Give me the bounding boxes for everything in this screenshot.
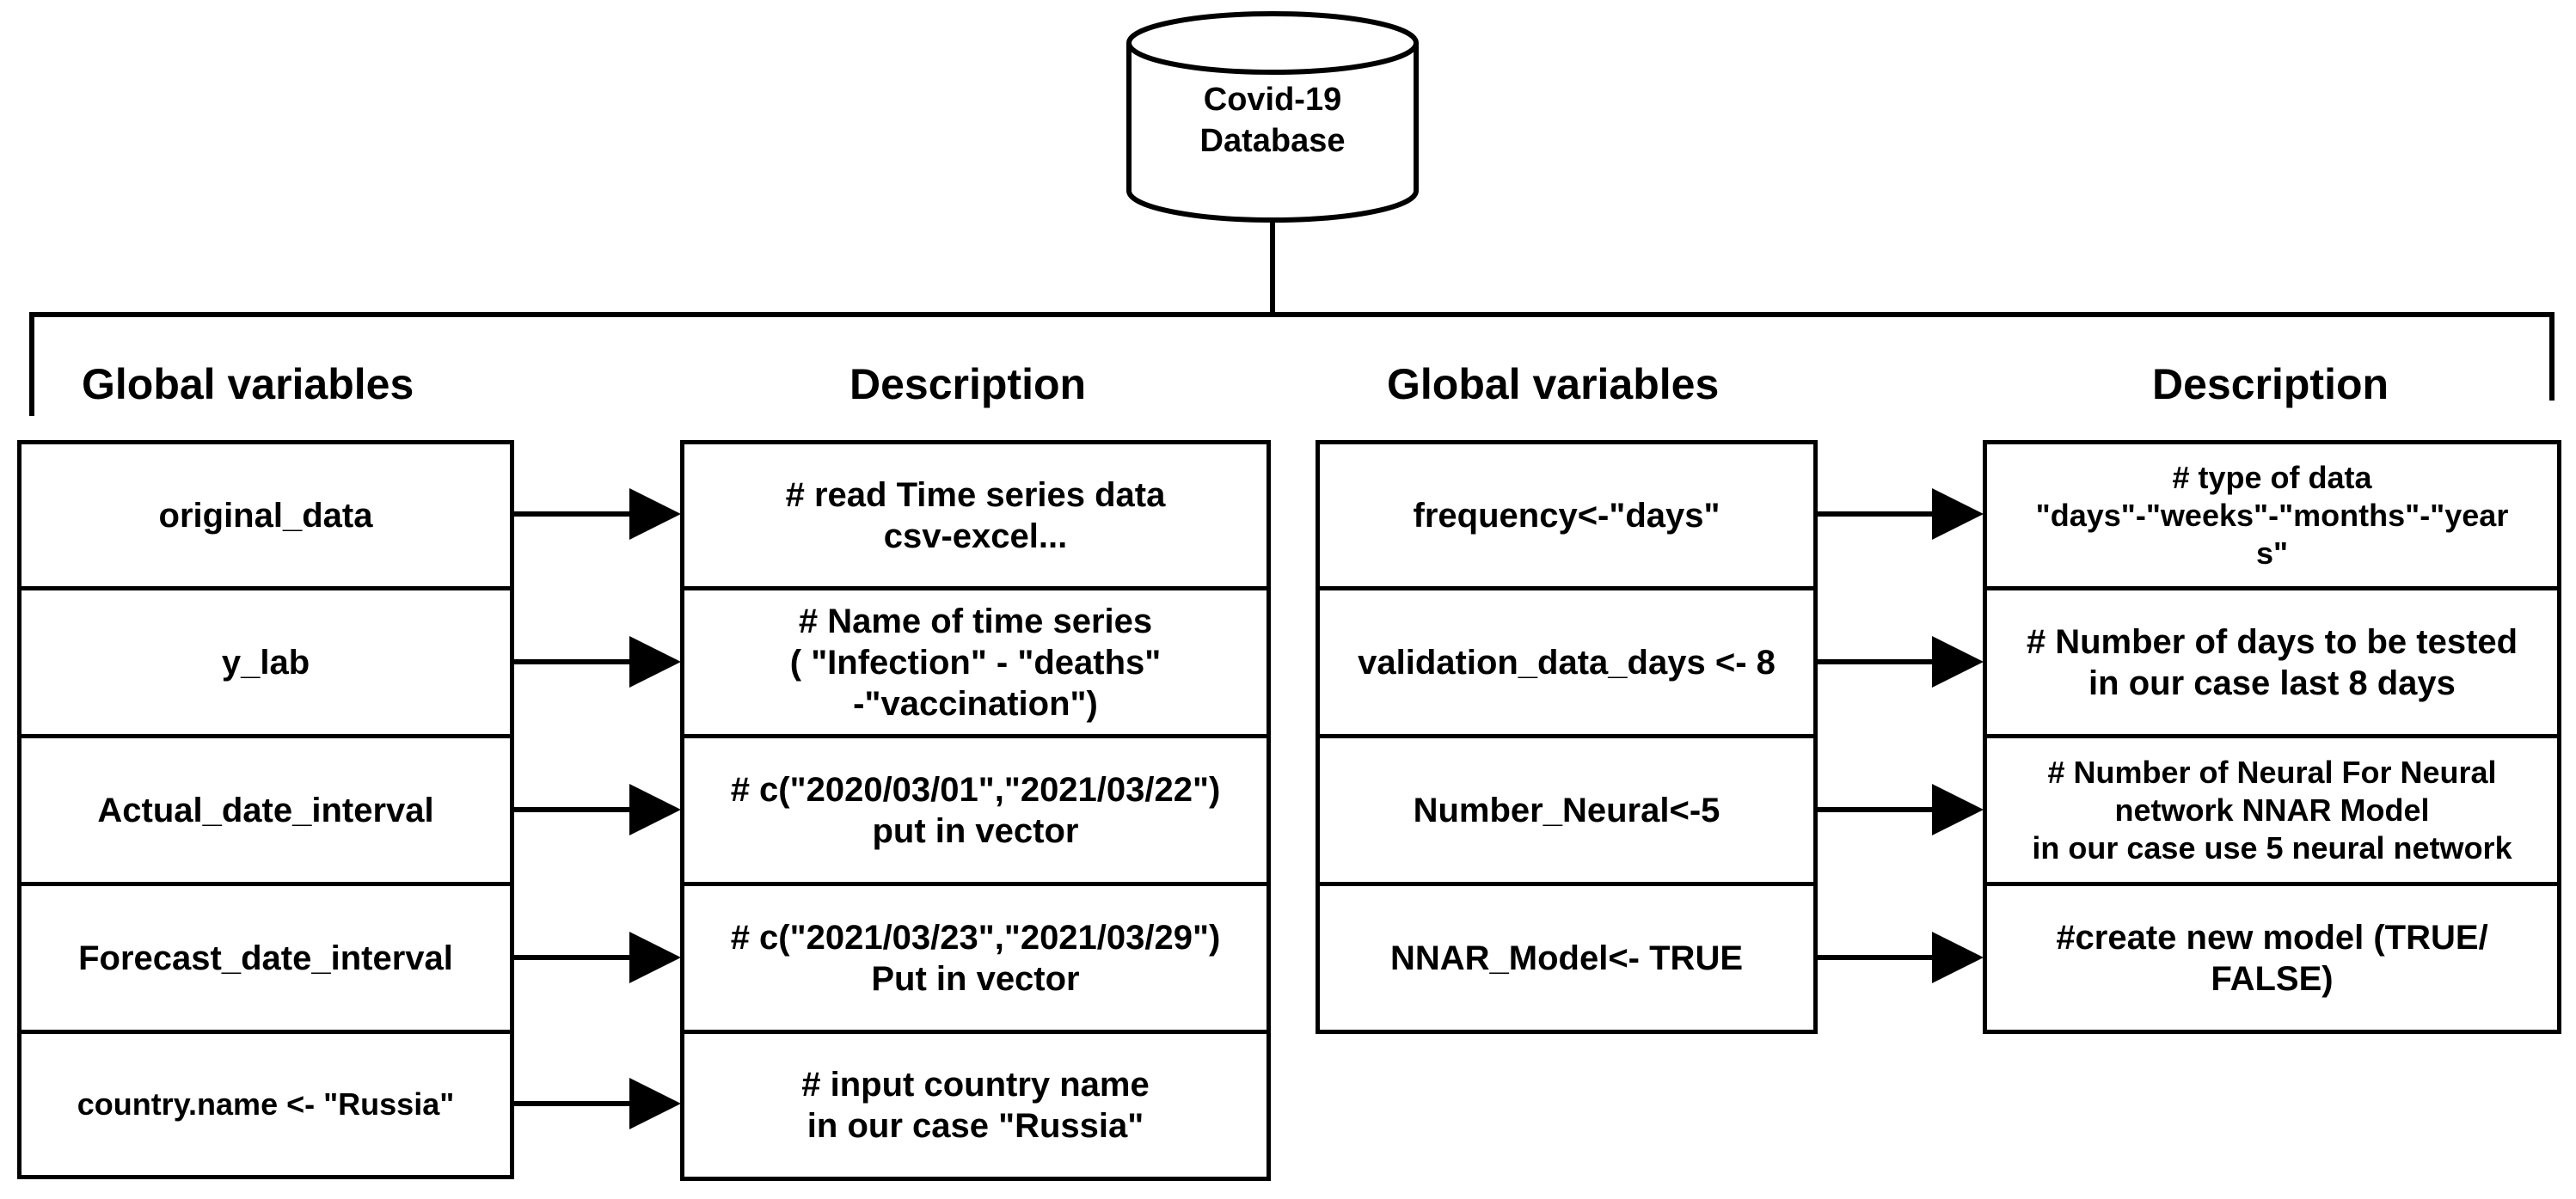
- right-description-box: # Number of days to be tested in our cas…: [1983, 586, 2561, 738]
- left-variable-box: Actual_date_interval: [17, 734, 514, 886]
- variable-label: Forecast_date_interval: [78, 939, 453, 977]
- right-variable-box: validation_data_days <- 8: [1316, 586, 1818, 738]
- description-text: # c("2020/03/01","2021/03/22") put in ve…: [730, 770, 1221, 850]
- header-left-description: Description: [849, 360, 1087, 408]
- description-text: # read Time series data csv-excel...: [785, 475, 1166, 555]
- variable-label: Number_Neural<-5: [1413, 791, 1720, 829]
- description-text: # input country name in our case "Russia…: [801, 1066, 1150, 1145]
- database-cylinder-icon: [1126, 11, 1419, 223]
- left-description-box: # read Time series data csv-excel...: [680, 440, 1271, 590]
- arrows-group: [514, 488, 1984, 1129]
- right-variable-box: Number_Neural<-5: [1316, 734, 1818, 886]
- database-label: Covid-19 Database: [1199, 82, 1346, 159]
- left-variable-box: original_data: [17, 440, 514, 590]
- right-variable-box: frequency<-"days": [1316, 440, 1818, 590]
- variable-label: country.name <- "Russia": [77, 1086, 455, 1122]
- variable-label: frequency<-"days": [1413, 496, 1720, 535]
- description-text: # type of data "days"-"weeks"-"months"-"…: [2035, 459, 2509, 571]
- left-variable-box: Forecast_date_interval: [17, 882, 514, 1034]
- description-text: # Name of time series ( "Infection" - "d…: [789, 602, 1162, 723]
- variable-label: NNAR_Model<- TRUE: [1389, 939, 1744, 977]
- right-description-box: # type of data "days"-"weeks"-"months"-"…: [1983, 440, 2561, 590]
- header-right-variables: Global variables: [1387, 360, 1720, 408]
- header-left-variables: Global variables: [82, 360, 414, 408]
- description-text: #create new model (TRUE/ FALSE): [2056, 918, 2488, 998]
- description-text: # c("2021/03/23","2021/03/29") Put in ve…: [730, 918, 1221, 998]
- description-text: # Number of days to be tested in our cas…: [2026, 622, 2518, 702]
- variable-label: y_lab: [221, 643, 310, 682]
- left-description-box: # c("2021/03/23","2021/03/29") Put in ve…: [680, 882, 1271, 1034]
- left-description-box: # input country name in our case "Russia…: [680, 1030, 1271, 1181]
- left-variable-box: country.name <- "Russia": [17, 1030, 514, 1179]
- variable-label: validation_data_days <- 8: [1358, 643, 1776, 682]
- left-description-box: # Name of time series ( "Infection" - "d…: [680, 586, 1271, 738]
- header-right-description: Description: [2152, 360, 2389, 408]
- left-description-box: # c("2020/03/01","2021/03/22") put in ve…: [680, 734, 1271, 886]
- variable-label: original_data: [158, 496, 373, 535]
- right-variable-box: NNAR_Model<- TRUE: [1316, 882, 1818, 1034]
- variable-label: Actual_date_interval: [97, 791, 434, 829]
- top-bracket: [29, 312, 2555, 416]
- description-text: # Number of Neural For Neural network NN…: [2032, 754, 2512, 866]
- right-description-box: # Number of Neural For Neural network NN…: [1983, 734, 2561, 886]
- left-variable-box: y_lab: [17, 586, 514, 738]
- right-description-box: #create new model (TRUE/ FALSE): [1983, 882, 2561, 1034]
